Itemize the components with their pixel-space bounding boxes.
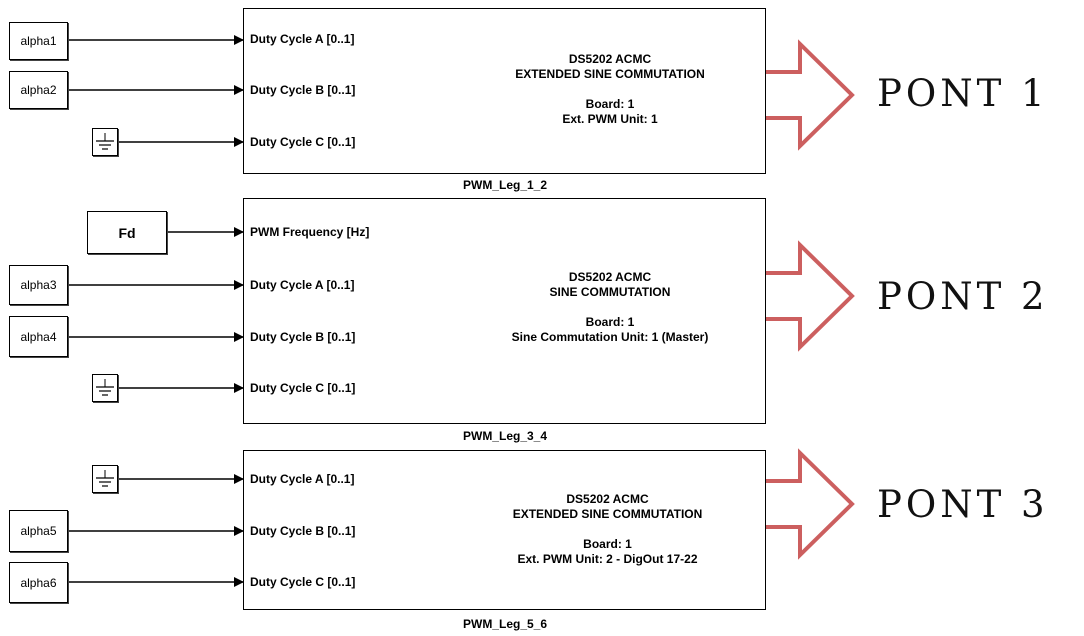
pwm-leg-5-6-block[interactable]: [243, 450, 766, 610]
port-duty-cycle-a: Duty Cycle A [0..1]: [250, 278, 355, 292]
unit-info: Sine Commutation Unit: 1 (Master): [511, 330, 709, 344]
input-label: alpha1: [20, 34, 57, 48]
input-alpha1[interactable]: alpha1: [9, 22, 68, 60]
commutation-mode: SINE COMMUTATION: [549, 285, 671, 299]
unit-info: Ext. PWM Unit: 1: [562, 112, 658, 126]
block-caption: PWM_Leg_3_4: [462, 429, 548, 443]
pwm-leg-1-2-block[interactable]: [243, 8, 766, 174]
port-duty-cycle-b: Duty Cycle B [0..1]: [250, 83, 356, 97]
block-description: DS5202 ACMC EXTENDED SINE COMMUTATION Bo…: [460, 52, 760, 127]
ground-icon[interactable]: [92, 465, 118, 493]
input-alpha3[interactable]: alpha3: [9, 265, 68, 305]
input-label: alpha2: [20, 83, 57, 97]
pwm-leg-3-4-block[interactable]: [243, 198, 766, 424]
block-caption: PWM_Leg_5_6: [462, 617, 548, 631]
input-label: alpha6: [20, 575, 57, 590]
input-label: alpha5: [20, 524, 57, 538]
pont-label-1: PONT 1: [877, 72, 1049, 115]
pont-label-2: PONT 2: [877, 275, 1049, 318]
input-alpha4[interactable]: alpha4: [9, 316, 68, 357]
model-name: DS5202 ACMC: [568, 52, 652, 66]
port-duty-cycle-a: Duty Cycle A [0..1]: [250, 472, 355, 486]
output-arrow-3: [751, 448, 855, 560]
port-duty-cycle-b: Duty Cycle B [0..1]: [250, 524, 356, 538]
block-description: DS5202 ACMC EXTENDED SINE COMMUTATION Bo…: [455, 492, 760, 567]
port-pwm-frequency: PWM Frequency [Hz]: [250, 225, 370, 239]
input-label: Fd: [118, 224, 136, 241]
block-caption: PWM_Leg_1_2: [462, 178, 548, 192]
input-fd[interactable]: Fd: [87, 211, 167, 254]
port-duty-cycle-c: Duty Cycle C [0..1]: [250, 381, 356, 395]
input-label: alpha4: [20, 329, 57, 344]
model-name: DS5202 ACMC: [566, 492, 649, 506]
unit-info: Ext. PWM Unit: 2 - DigOut 17-22: [517, 552, 698, 566]
input-alpha5[interactable]: alpha5: [9, 510, 68, 552]
board-info: Board: 1: [583, 537, 632, 551]
input-alpha6[interactable]: alpha6: [9, 562, 68, 603]
block-description: DS5202 ACMC SINE COMMUTATION Board: 1 Si…: [455, 270, 765, 345]
commutation-mode: EXTENDED SINE COMMUTATION: [512, 507, 703, 521]
ground-icon[interactable]: [92, 374, 118, 402]
pont-label-3: PONT 3: [877, 483, 1049, 526]
port-duty-cycle-b: Duty Cycle B [0..1]: [250, 330, 356, 344]
commutation-mode: EXTENDED SINE COMMUTATION: [515, 67, 705, 81]
output-arrow-1: [751, 39, 855, 151]
output-arrow-2: [751, 240, 855, 352]
input-label: alpha3: [20, 278, 57, 292]
port-duty-cycle-a: Duty Cycle A [0..1]: [250, 32, 355, 46]
ground-icon[interactable]: [92, 128, 118, 156]
model-name: DS5202 ACMC: [568, 270, 652, 284]
port-duty-cycle-c: Duty Cycle C [0..1]: [250, 575, 356, 589]
input-alpha2[interactable]: alpha2: [9, 71, 68, 109]
board-info: Board: 1: [585, 97, 635, 111]
board-info: Board: 1: [585, 315, 635, 329]
port-duty-cycle-c: Duty Cycle C [0..1]: [250, 135, 356, 149]
